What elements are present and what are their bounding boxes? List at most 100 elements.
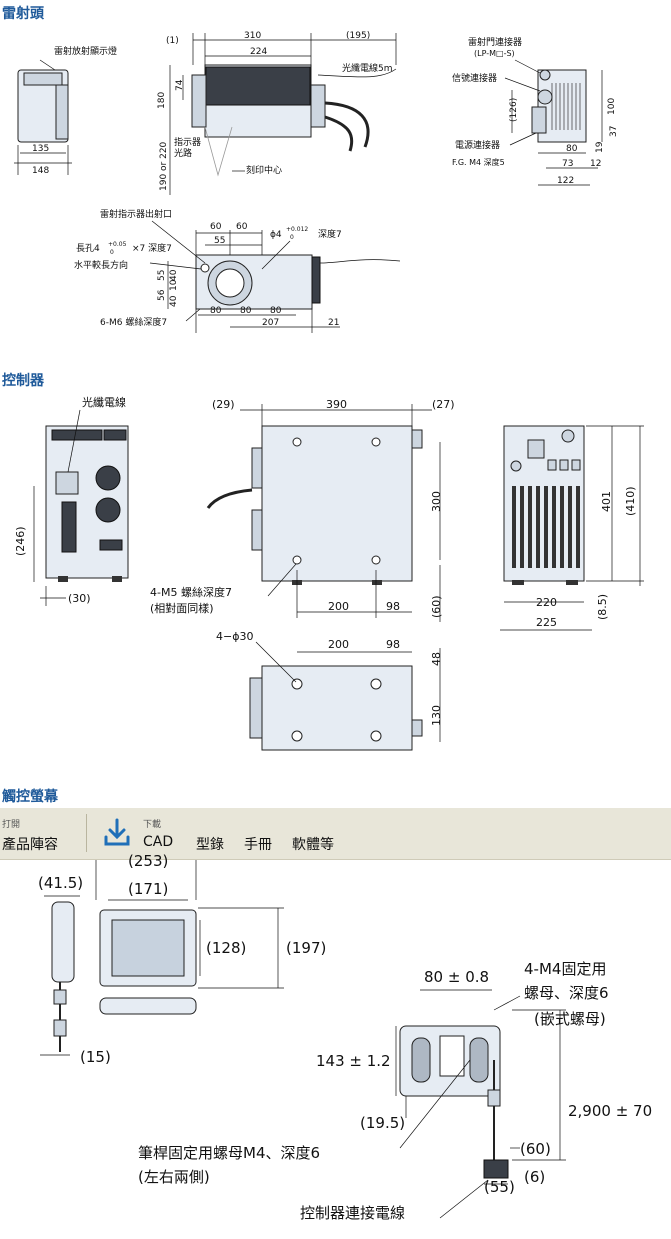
dim-200a: 200 <box>328 600 349 613</box>
dim-15: (15) <box>80 1048 111 1066</box>
dim-21: 21 <box>328 318 339 328</box>
dim-197: (197) <box>286 939 326 957</box>
laser-head-drawing: 雷射放射顯示燈 135 148 (1) 310 (195) <box>14 31 619 333</box>
dim-171: (171) <box>128 880 168 898</box>
label-phi4-tol-top: +0.012 <box>286 226 308 233</box>
laser-head-back-view: 雷射門連接器 (LP-M□-S) 信號連接器 電源連接器 F.G. M4 深度5… <box>452 36 619 186</box>
dim-37: 37 <box>609 126 619 137</box>
label-pen-line2: (左右兩側) <box>138 1168 210 1186</box>
dim-30: (30) <box>68 592 91 605</box>
dim-v10: 10 <box>169 279 179 291</box>
section-title-controller: 控制器 <box>2 373 44 389</box>
dim-55: 55 <box>214 236 225 246</box>
dim-200b: 200 <box>328 638 349 651</box>
dim-410: (410) <box>624 486 637 516</box>
label-light-path: 光路 <box>174 147 192 159</box>
dim-98b: 98 <box>386 638 400 651</box>
controller-rear-view: 光纖電線 (246) (30) <box>14 395 129 606</box>
dim-390: 390 <box>326 398 347 411</box>
label-m5-note: (相對面同樣) <box>150 601 214 615</box>
controller-side-view: (29) 390 (27) 300 4-M5 螺絲深度7 (相對面同樣) 200… <box>150 398 455 622</box>
label-m6: 6-M6 螺絲深度7 <box>100 316 167 328</box>
dim-v56: 56 <box>157 289 167 301</box>
touch-panel-drawing: (253) (171) (128) (197) (41.5) (15) <box>38 852 652 1222</box>
label-fiber-5m: 光纖電線5m <box>342 62 393 74</box>
dim-220: 220 <box>536 596 557 609</box>
dim-60: (60) <box>430 595 443 618</box>
label-door-connector: 雷射門連接器 <box>468 36 522 48</box>
label-power-connector: 電源連接器 <box>455 139 500 151</box>
dim-207: 207 <box>262 318 279 328</box>
dim-27: (27) <box>432 398 455 411</box>
label-indicator: 指示器 <box>174 136 201 148</box>
dim-401: 401 <box>600 491 613 512</box>
dim-224: 224 <box>250 47 267 57</box>
dim-8-5: (8.5) <box>596 594 609 620</box>
label-long-hole: 長孔4 <box>76 243 100 254</box>
dim-126: (126) <box>509 98 519 122</box>
dim-246: (246) <box>14 526 27 556</box>
label-pointer-exit: 雷射指示器出射口 <box>100 208 172 220</box>
touch-panel-callouts: 筆桿固定用螺母M4、深度6 (左右兩側) 控制器連接電線 <box>138 1059 489 1222</box>
dim-98a: 98 <box>386 600 400 613</box>
label-insert: (嵌式螺母) <box>534 1010 606 1028</box>
dim-19: 19 <box>595 141 605 153</box>
dim-v55: 55 <box>157 270 167 281</box>
dim-41-5: (41.5) <box>38 874 83 892</box>
section-title-touch-panel: 觸控螢幕 <box>2 789 58 805</box>
label-phi30: 4−ϕ30 <box>216 630 253 643</box>
dim-73: 73 <box>562 159 573 169</box>
label-fg: F.G. M4 深度5 <box>452 157 505 167</box>
label-door-connector-model: (LP-M□-S) <box>474 49 515 58</box>
download-cad-link[interactable]: CAD <box>143 834 174 850</box>
dim-60-tp: (60) <box>520 1140 551 1158</box>
label-cable: 控制器連接電線 <box>300 1204 405 1222</box>
dim-55-tp: (55) <box>484 1178 515 1196</box>
dim-300: 300 <box>430 491 443 512</box>
download-icon <box>104 818 130 846</box>
label-ctrl-fiber: 光纖電線 <box>82 395 126 409</box>
dim-b80b: 80 <box>240 306 252 316</box>
dim-195: (195) <box>346 31 370 41</box>
dim-122: 122 <box>557 176 574 186</box>
dim-48: 48 <box>430 652 443 666</box>
download-small-label: 下載 <box>143 820 162 830</box>
download-toolbar: 打開 產品陣容 下載 CAD 型錄 手冊 軟體等 <box>0 808 671 860</box>
label-m4-line2: 螺母、深度6 <box>524 984 609 1002</box>
label-pen: 筆桿固定用螺母M4、深度6 <box>138 1144 320 1162</box>
label-phi4-tol-bot: 0 <box>290 234 294 241</box>
dim-310: 310 <box>244 31 261 41</box>
dim-225: 225 <box>536 616 557 629</box>
touch-panel-front-view: (253) (171) (128) (197) <box>95 852 326 1015</box>
label-long-hole-rest: ×7 深度7 <box>132 242 172 254</box>
dim-b80c: 80 <box>270 306 282 316</box>
label-long-hole-tol-bot: 0 <box>110 249 114 256</box>
dim-v40a: 40 <box>169 269 179 281</box>
dim-100: 100 <box>607 98 617 115</box>
touch-panel-rear-view: 4-M4固定用 螺母、深度6 (嵌式螺母) 80 ± 0.8 143 ± 1.2… <box>316 960 652 1196</box>
laser-head-front-view: 雷射放射顯示燈 135 148 <box>14 45 117 176</box>
label-phi4: ϕ4 <box>270 230 282 240</box>
dim-80tol: 80 ± 0.8 <box>424 968 489 986</box>
label-m4: 4-M4固定用 <box>524 960 606 978</box>
download-software-link[interactable]: 軟體等 <box>292 837 334 853</box>
dim-29: (29) <box>212 398 235 411</box>
product-lineup-link[interactable]: 產品陣容 <box>2 837 58 853</box>
dim-80-back: 80 <box>566 144 578 154</box>
controller-front-view: 401 (410) 220 (8.5) 225 <box>500 425 644 631</box>
dim-143tol: 143 ± 1.2 <box>316 1052 391 1070</box>
label-m5: 4-M5 螺絲深度7 <box>150 585 232 599</box>
dim-12: 12 <box>590 159 601 169</box>
dim-2900: 2,900 ± 70 <box>568 1102 652 1120</box>
label-horizontal: 水平較長方向 <box>74 259 128 271</box>
laser-head-side-view: (1) 310 (195) 224 光纖電線5m 180 74 190 or 2… <box>157 31 397 195</box>
download-manual-link[interactable]: 手冊 <box>244 837 272 853</box>
dim-130: 130 <box>430 705 443 726</box>
download-catalog-link[interactable]: 型錄 <box>196 837 224 853</box>
dim-v40b: 40 <box>169 295 179 307</box>
section-title-laser-head: 雷射頭 <box>2 6 44 22</box>
label-phi4-rest: 深度7 <box>318 228 342 240</box>
dim-1: (1) <box>166 36 179 46</box>
dim-60a: 60 <box>210 222 222 232</box>
